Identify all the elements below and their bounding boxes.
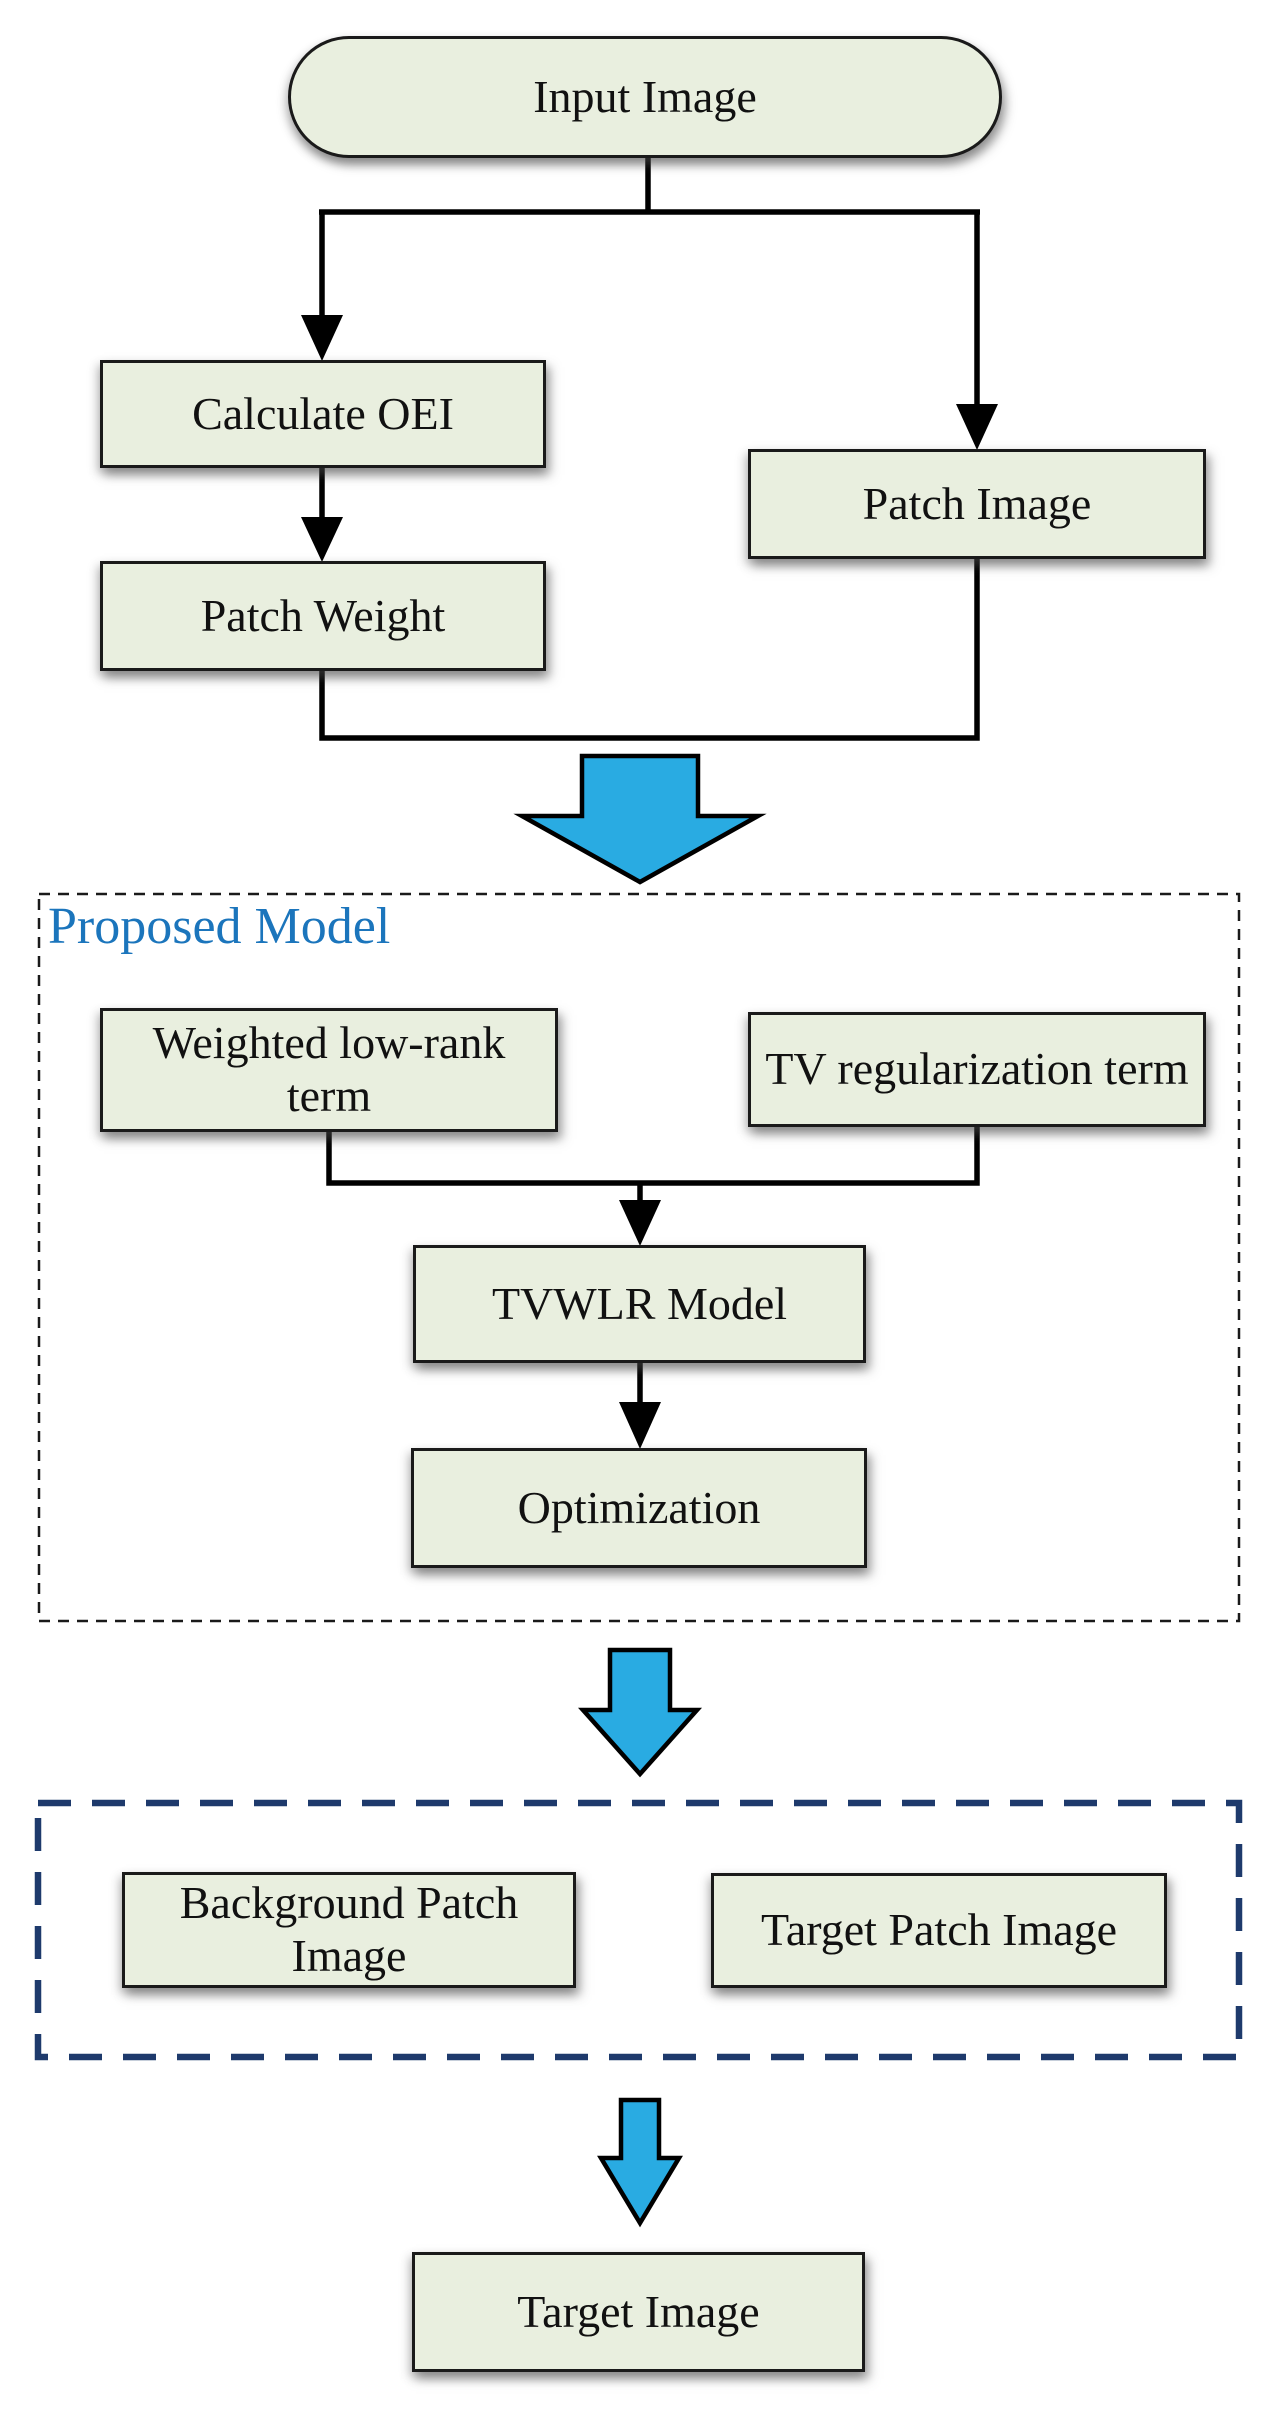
node-tv-regularization: TV regularization term [748,1012,1206,1127]
node-background-patch-image-label: Background Patch Image [179,1877,519,1981]
node-patch-weight: Patch Weight [100,561,546,671]
node-patch-image: Patch Image [748,449,1206,559]
output-group-border [34,1799,1243,2061]
node-input-image: Input Image [288,36,1002,158]
node-target-patch-image-label: Target Patch Image [760,1904,1118,1956]
arrowhead-patch-weight [301,517,343,562]
flow-arrow-to-target-image [597,2097,683,2228]
node-tvwlr-model-label: TVWLR Model [491,1277,788,1329]
arrowhead-optimization [619,1402,661,1449]
connector-merge-lines [319,558,980,741]
node-tvwlr-model: TVWLR Model [413,1245,866,1363]
node-optimization-label: Optimization [517,1481,761,1533]
node-weighted-low-rank: Weighted low-rank term [100,1008,558,1132]
arrowhead-tvwlr [619,1200,661,1246]
arrowhead-patch-image [956,404,998,450]
node-tv-regularization-label: TV regularization term [765,1043,1189,1095]
node-target-image-label: Target Image [517,2285,760,2337]
node-patch-weight-label: Patch Weight [200,589,446,641]
node-target-image: Target Image [412,2252,865,2372]
node-background-patch-image: Background Patch Image [122,1872,576,1988]
proposed-model-label: Proposed Model [48,898,391,955]
arrowhead-calculate-oei [301,315,343,361]
node-optimization: Optimization [411,1448,867,1568]
node-patch-image-label: Patch Image [862,477,1092,529]
node-calculate-oei: Calculate OEI [100,360,546,468]
proposed-model-group-border [37,892,1241,1623]
flow-arrow-to-proposed-model [513,753,767,885]
connector-terms-merge [326,1126,980,1186]
node-weighted-low-rank-label: Weighted low-rank term [152,1017,506,1121]
node-calculate-oei-label: Calculate OEI [192,387,454,439]
node-target-patch-image: Target Patch Image [711,1873,1167,1988]
flow-arrow-to-output-stage [577,1647,703,1778]
node-input-image-label: Input Image [533,70,757,122]
